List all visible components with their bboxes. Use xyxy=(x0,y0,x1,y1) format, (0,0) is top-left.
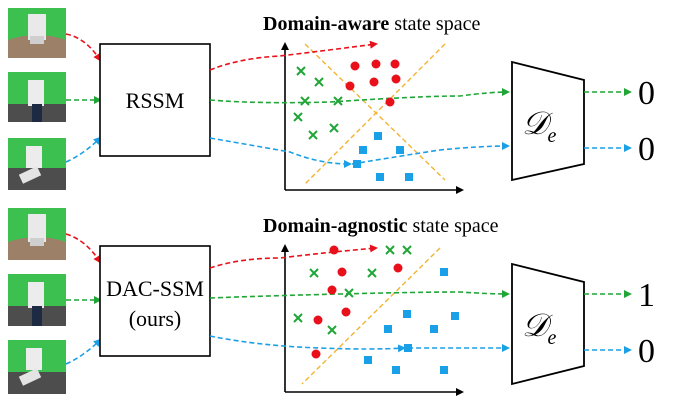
bottom-cross xyxy=(327,325,337,335)
bottom-square xyxy=(384,325,392,333)
dac-ssm-box xyxy=(99,245,211,357)
bottom-dot xyxy=(329,245,339,255)
bottom-flow-green xyxy=(209,289,510,299)
top-dot xyxy=(345,81,355,91)
top-output-green: 0 xyxy=(638,75,655,112)
top-blue-squares xyxy=(353,132,413,181)
top-discriminator xyxy=(511,60,585,182)
thumbnail-domain-red-bottom xyxy=(8,208,66,260)
top-divider-1 xyxy=(304,43,446,181)
bottom-dot xyxy=(313,315,323,325)
bottom-dot xyxy=(341,307,351,317)
bottom-dot xyxy=(327,285,337,295)
top-square xyxy=(396,146,404,154)
bottom-red-dots xyxy=(311,245,403,359)
top-cross xyxy=(296,66,306,76)
top-dot xyxy=(369,77,379,87)
bottom-square xyxy=(440,366,448,374)
top-dot xyxy=(350,61,360,71)
thumbnail-domain-blue-bottom xyxy=(8,340,66,394)
bottom-square xyxy=(451,312,459,320)
thumbnail-domain-green-top xyxy=(8,72,66,122)
thumbnail-domain-green-bottom xyxy=(8,274,66,326)
thumbnail-domain-blue-top xyxy=(8,138,66,190)
rssm-box xyxy=(99,43,211,157)
top-cross xyxy=(293,112,303,122)
bottom-blue-squares xyxy=(364,268,459,374)
top-square xyxy=(376,173,384,181)
bottom-square xyxy=(430,325,438,333)
bottom-cross xyxy=(293,313,303,323)
input-arrow-red-bottom xyxy=(65,233,102,264)
top-cross xyxy=(329,123,339,133)
bottom-output-blue: 0 xyxy=(638,333,655,370)
bottom-dot xyxy=(393,263,403,273)
top-square xyxy=(405,173,413,181)
top-dot xyxy=(385,97,395,107)
top-square xyxy=(374,132,382,140)
dac-ssm-sublabel: (ours) xyxy=(129,306,182,331)
bottom-flow-red xyxy=(209,244,378,269)
dac-ssm-label: DAC-SSM xyxy=(106,276,204,301)
top-cross xyxy=(308,130,318,140)
top-dot xyxy=(391,74,401,84)
top-state-space-title: Domain-aware state space xyxy=(263,13,480,35)
top-cross xyxy=(314,77,324,87)
top-flow-blue-cont xyxy=(351,142,510,165)
input-arrow-blue xyxy=(65,136,102,163)
bottom-divider xyxy=(301,247,441,385)
bottom-square xyxy=(364,356,372,364)
input-arrow-red xyxy=(65,33,102,62)
top-dot xyxy=(371,59,381,69)
bottom-output-green: 1 xyxy=(638,277,655,314)
bottom-state-space-title: Domain-agnostic state space xyxy=(263,215,499,237)
thumbnail-domain-red-top xyxy=(8,8,66,58)
bottom-cross xyxy=(344,288,354,298)
top-output-blue: 0 xyxy=(638,131,655,168)
top-flow-blue xyxy=(209,137,352,168)
bottom-square xyxy=(440,268,448,276)
bottom-dot xyxy=(337,267,347,277)
bottom-square xyxy=(392,366,400,374)
top-panel: RSSM Domain-aware state space xyxy=(8,8,655,194)
bottom-cross xyxy=(309,268,319,278)
top-square xyxy=(353,160,361,168)
bottom-cross xyxy=(402,245,412,255)
bottom-panel: DAC-SSM (ours) Domain-agnostic state spa… xyxy=(8,208,655,396)
bottom-square xyxy=(403,310,411,318)
top-cross xyxy=(333,96,343,106)
top-divider-2 xyxy=(304,43,446,185)
top-cross xyxy=(300,96,310,106)
bottom-discriminator xyxy=(511,262,585,386)
top-dot xyxy=(390,59,400,69)
bottom-dot xyxy=(311,349,321,359)
top-square xyxy=(359,146,367,154)
bottom-cross xyxy=(385,245,395,255)
bottom-cross xyxy=(367,268,377,278)
bottom-flow-blue xyxy=(209,335,406,353)
top-green-crosses xyxy=(293,66,343,140)
input-arrow-blue-bottom xyxy=(65,338,102,365)
rssm-label: RSSM xyxy=(126,88,185,113)
bottom-green-crosses xyxy=(293,245,412,335)
top-red-dots xyxy=(345,59,401,107)
bottom-square xyxy=(404,344,412,352)
